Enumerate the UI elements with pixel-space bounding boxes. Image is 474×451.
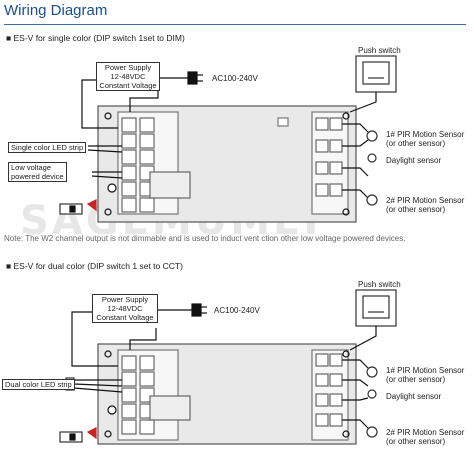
section1-note: Note: The W2 channel output is not dimma…	[4, 234, 406, 243]
daylight-sensor-2	[367, 389, 377, 399]
led-strip-label-2: Dual color LED strip	[2, 379, 75, 390]
section2-title: ■ ES-V for dual color (DIP switch 1 set …	[6, 261, 183, 271]
sensor-line: 2# PIR Motion Sensor	[386, 428, 465, 437]
daylight-label-1: Daylight sensor	[386, 156, 442, 165]
power-supply-2: Power Supply 12-48VDC Constant Voltage	[92, 294, 158, 323]
sensor-line: 1# PIR Motion Sensor	[386, 130, 465, 139]
sensor1-label-2: 1# PIR Motion Sensor (or other sensor)	[386, 366, 464, 384]
sensor-line: (or other sensor)	[386, 375, 446, 384]
title-divider	[4, 24, 466, 25]
low-voltage-device-label: Low voltage powered device	[8, 162, 67, 182]
psu-line: Constant Voltage	[96, 313, 154, 322]
sensor-line: (or other sensor)	[386, 437, 446, 446]
pir-sensor-1b	[366, 194, 378, 206]
psu-line: Power Supply	[104, 63, 152, 72]
led-strip-label-1: Single color LED strip	[8, 142, 87, 153]
push-switch-label-1: Push switch	[358, 46, 401, 55]
push-switch-label-2: Push switch	[358, 280, 401, 289]
sensor-line: (or other sensor)	[386, 139, 446, 148]
psu-line: Power Supply	[101, 295, 149, 304]
psu-line: 12-48VDC	[110, 72, 146, 81]
daylight-sensor-1	[367, 153, 377, 163]
ac-label-1: AC100-240V	[212, 74, 258, 83]
sensor-line: (or other sensor)	[386, 205, 446, 214]
low-voltage-line: powered device	[11, 172, 64, 181]
low-voltage-line: Low voltage	[11, 163, 52, 172]
section1-title: ■ ES-V for single color (DIP switch 1set…	[6, 33, 185, 43]
page-title: Wiring Diagram	[4, 2, 108, 19]
ac-label-2: AC100-240V	[214, 306, 260, 315]
sensor2-label-2: 2# PIR Motion Sensor (or other sensor)	[386, 428, 464, 446]
sensor-line: 1# PIR Motion Sensor	[386, 366, 465, 375]
psu-line: 12-48VDC	[107, 304, 143, 313]
daylight-label-2: Daylight sensor	[386, 392, 442, 401]
sensor2-label-1: 2# PIR Motion Sensor (or other sensor)	[386, 196, 464, 214]
psu-line: Constant Voltage	[99, 81, 157, 90]
sensor-line: 2# PIR Motion Sensor	[386, 196, 465, 205]
pir-sensor-2a	[366, 366, 378, 378]
pir-sensor-2b	[366, 426, 378, 438]
pir-sensor-1a	[366, 130, 378, 142]
sensor1-label-1: 1# PIR Motion Sensor (or other sensor)	[386, 130, 464, 148]
power-supply-1: Power Supply 12-48VDC Constant Voltage	[96, 62, 160, 91]
